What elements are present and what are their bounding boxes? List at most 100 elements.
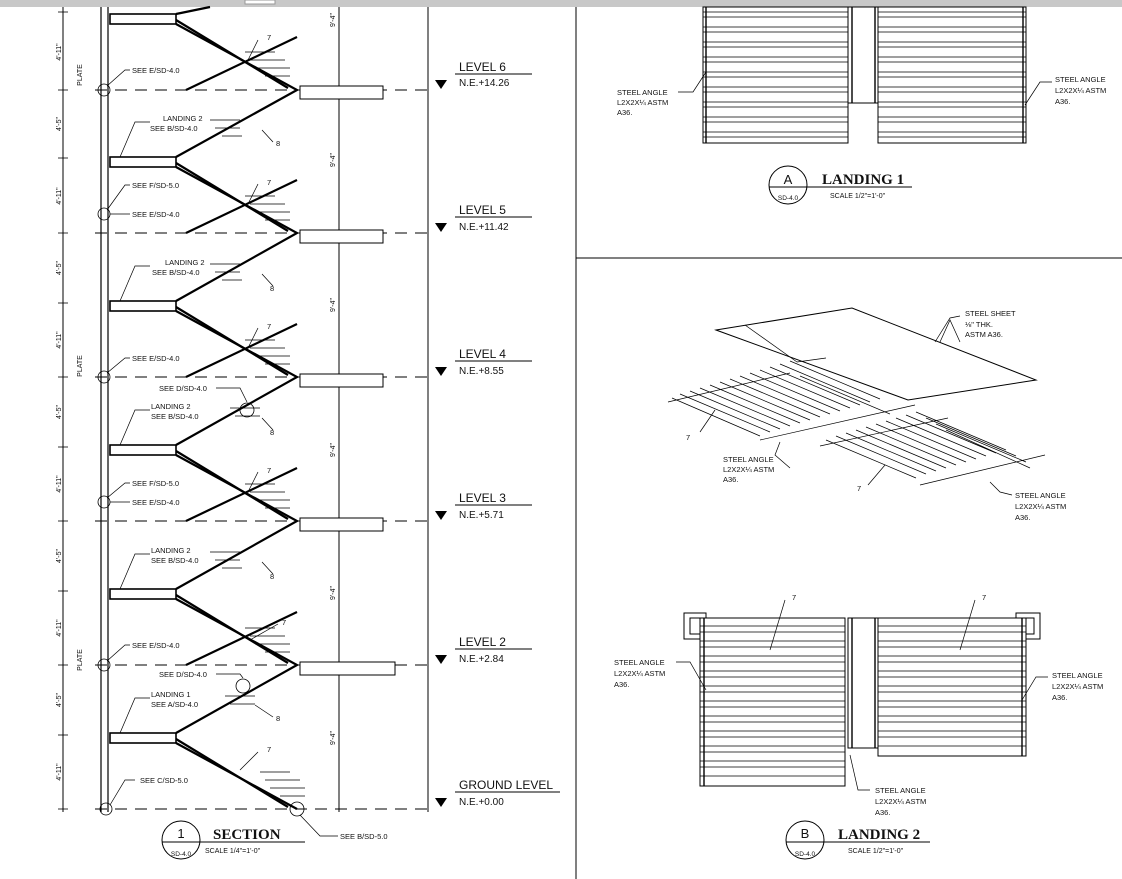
landing2-title-block: B SD-4.0 LANDING 2 SCALE 1/2"=1'-0" [785, 820, 930, 860]
dimension-text: 4'-11" [56, 619, 63, 637]
plate-label: PLATE [77, 649, 84, 671]
level-5-label: LEVEL 5 [459, 203, 506, 217]
level-2-label: LEVEL 2 [459, 635, 506, 649]
callout-see-e: SEE E/SD-4.0 [132, 66, 180, 75]
callout-see-b: SEE B/SD-5.0 [340, 832, 388, 841]
callout-landing2-label: LANDING 2 [163, 114, 203, 123]
landing1-left-note-line2: L2X2X¼ ASTM [617, 98, 668, 107]
callout-see-f: SEE F/SD-5.0 [132, 479, 179, 488]
dimension-text: 4'-5" [56, 405, 63, 419]
window-tab [244, 0, 276, 5]
tag-7: 7 [267, 466, 271, 475]
iso-sheet-note-line3: ASTM A36. [965, 330, 1003, 339]
iso-angle-note-line2: L2X2X¼ ASTM [723, 465, 774, 474]
landing2-bottom-note-line3: A36. [875, 808, 890, 817]
level-6-elevation: N.E.+14.26 [459, 78, 510, 89]
window-top-bar [0, 0, 1122, 7]
tag-8: 8 [270, 572, 274, 581]
tag-7: 7 [267, 178, 271, 187]
callout-landing2-ref: SEE B/SD-4.0 [150, 124, 198, 133]
tag-8: 8 [276, 714, 280, 723]
tag-7: 7 [857, 484, 861, 493]
flight-dimension: 9'-4" [330, 731, 337, 745]
landing2-detail-letter: B [801, 826, 810, 841]
section-title-block: 1 SD-4.0 SECTION SCALE 1/4"=1'-0" [161, 820, 305, 860]
plate-label: PLATE [77, 355, 84, 377]
dimension-text: 4'-5" [56, 261, 63, 275]
section-scale: SCALE 1/4"=1'-0" [205, 848, 261, 855]
callout-landing2-ref: SEE B/SD-4.0 [152, 268, 200, 277]
level-3-label: LEVEL 3 [459, 491, 506, 505]
tag-7: 7 [686, 433, 690, 442]
callout-landing2-ref: SEE B/SD-4.0 [151, 412, 199, 421]
callout-landing2-label: LANDING 2 [165, 258, 205, 267]
tag-7: 7 [267, 33, 271, 42]
landing1-left-note-line3: A36. [617, 108, 632, 117]
landing1-right-note-line3: A36. [1055, 97, 1070, 106]
callout-landing2-label: LANDING 2 [151, 546, 191, 555]
tag-7: 7 [267, 745, 271, 754]
iso-angle-note2-line3: A36. [1015, 513, 1030, 522]
tag-8: 8 [270, 428, 274, 437]
tag-7: 7 [267, 322, 271, 331]
stair-section: LEVEL 6 N.E.+14.26 LEVEL 5 N.E.+11.42 LE… [56, 5, 560, 860]
callout-see-d: SEE D/SD-4.0 [159, 384, 207, 393]
callout-landing2-ref: SEE B/SD-4.0 [151, 556, 199, 565]
landing2-right-note-line1: STEEL ANGLE [1052, 671, 1103, 680]
iso-angle-note-line1: STEEL ANGLE [723, 455, 774, 464]
callout-see-d: SEE D/SD-4.0 [159, 670, 207, 679]
section-detail-number: 1 [177, 826, 184, 841]
callout-see-e: SEE E/SD-4.0 [132, 498, 180, 507]
section-title: SECTION [213, 827, 281, 843]
level-5-elevation: N.E.+11.42 [459, 222, 509, 233]
landing2-sheet-ref: SD-4.0 [795, 851, 816, 858]
landing1-scale: SCALE 1/2"=1'-0" [830, 193, 886, 200]
callout-landing1-ref: SEE A/SD-4.0 [151, 700, 198, 709]
flight-dimension: 9'-4" [330, 298, 337, 312]
iso-angle-note2-line1: STEEL ANGLE [1015, 491, 1066, 500]
dimension-text: 4'-11" [56, 763, 63, 781]
landing1-title-block: A SD-4.0 LANDING 1 SCALE 1/2"=1'-0" [768, 165, 912, 205]
dimension-text: 4'-11" [56, 331, 63, 349]
level-4-elevation: N.E.+8.55 [459, 366, 504, 377]
landing-isometric: STEEL SHEET ⅛" THK. ASTM A36. 7 7 STEEL … [667, 307, 1066, 522]
tag-7: 7 [792, 593, 796, 602]
tag-8: 8 [270, 284, 274, 293]
landing2-right-note-line3: A36. [1052, 693, 1067, 702]
landing1-sheet-ref: SD-4.0 [778, 195, 799, 202]
flight-dimension: 9'-4" [330, 443, 337, 457]
landing1-left-note-line1: STEEL ANGLE [617, 88, 668, 97]
iso-angle-note-line3: A36. [723, 475, 738, 484]
callout-see-c: SEE C/SD-5.0 [140, 776, 188, 785]
dimension-text: 4'-11" [56, 475, 63, 493]
landing1-right-note-line1: STEEL ANGLE [1055, 75, 1106, 84]
tag-8: 8 [276, 139, 280, 148]
dimension-text: 4'-11" [56, 43, 63, 61]
dimension-text: 4'-5" [56, 549, 63, 563]
callout-see-e: SEE E/SD-4.0 [132, 210, 180, 219]
plate-label: PLATE [77, 64, 84, 86]
landing1-detail-letter: A [784, 172, 793, 187]
callout-landing2-label: LANDING 2 [151, 402, 191, 411]
dimension-text: 4'-11" [56, 187, 63, 205]
callout-see-f: SEE F/SD-5.0 [132, 181, 179, 190]
callout-see-e: SEE E/SD-4.0 [132, 641, 180, 650]
level-4-label: LEVEL 4 [459, 347, 506, 361]
tag-7: 7 [282, 618, 286, 627]
flight-dimension: 9'-4" [330, 586, 337, 600]
landing2-right-note-line2: L2X2X¼ ASTM [1052, 682, 1103, 691]
landing2-scale: SCALE 1/2"=1'-0" [848, 848, 904, 855]
dimension-text: 4'-5" [56, 117, 63, 131]
landing2-bottom-note-line1: STEEL ANGLE [875, 786, 926, 795]
tag-7: 7 [982, 593, 986, 602]
callout-landing1-label: LANDING 1 [151, 690, 191, 699]
landing2-left-note-line1: STEEL ANGLE [614, 658, 665, 667]
flight-dimension: 9'-4" [330, 153, 337, 167]
landing-2-plan: 7 7 STEEL ANGLE L2X2X¼ ASTM A36. STEEL A… [614, 593, 1103, 860]
level-2-elevation: N.E.+2.84 [459, 654, 504, 665]
landing2-title: LANDING 2 [838, 827, 920, 843]
dimension-text: 4'-5" [56, 693, 63, 707]
iso-angle-note2-line2: L2X2X¼ ASTM [1015, 502, 1066, 511]
landing2-bottom-note-line2: L2X2X¼ ASTM [875, 797, 926, 806]
